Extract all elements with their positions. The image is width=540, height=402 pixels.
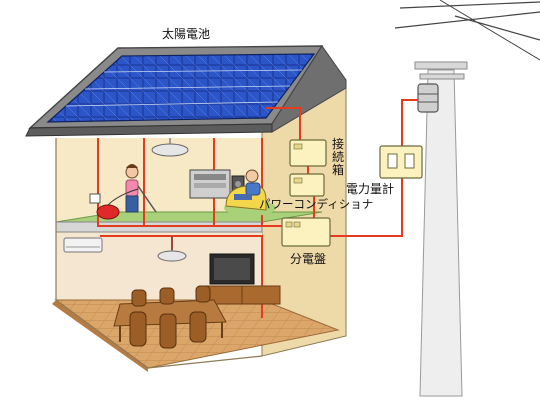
distribution-board-label: 分電盤 xyxy=(290,252,327,266)
air-conditioner-icon xyxy=(63,237,103,253)
junction-box-label: 接続箱 xyxy=(331,137,344,177)
ceiling-lamp-upper xyxy=(151,138,189,157)
person-vacuuming xyxy=(96,164,157,220)
transformer-icon xyxy=(417,83,439,113)
person-in-chair xyxy=(224,169,276,216)
stereo-system-icon xyxy=(189,169,245,203)
junction-box-icon xyxy=(289,139,327,167)
wall-outlet-icon xyxy=(89,193,101,204)
solar-panel-label: 太陽電池 xyxy=(162,27,211,41)
meter-icon xyxy=(379,145,423,179)
distribution-board-icon xyxy=(281,217,331,247)
power-conditioner-label: パワーコンディショナ xyxy=(259,197,374,211)
power-conditioner-icon xyxy=(289,173,325,197)
dining-set-icon xyxy=(113,285,227,349)
ceiling-lamp-lower xyxy=(157,236,187,262)
meter-label: 電力量計 xyxy=(346,182,395,196)
television-icon xyxy=(203,253,281,305)
solar-panel-icon xyxy=(46,53,316,123)
utility-pole-icon xyxy=(394,0,540,397)
